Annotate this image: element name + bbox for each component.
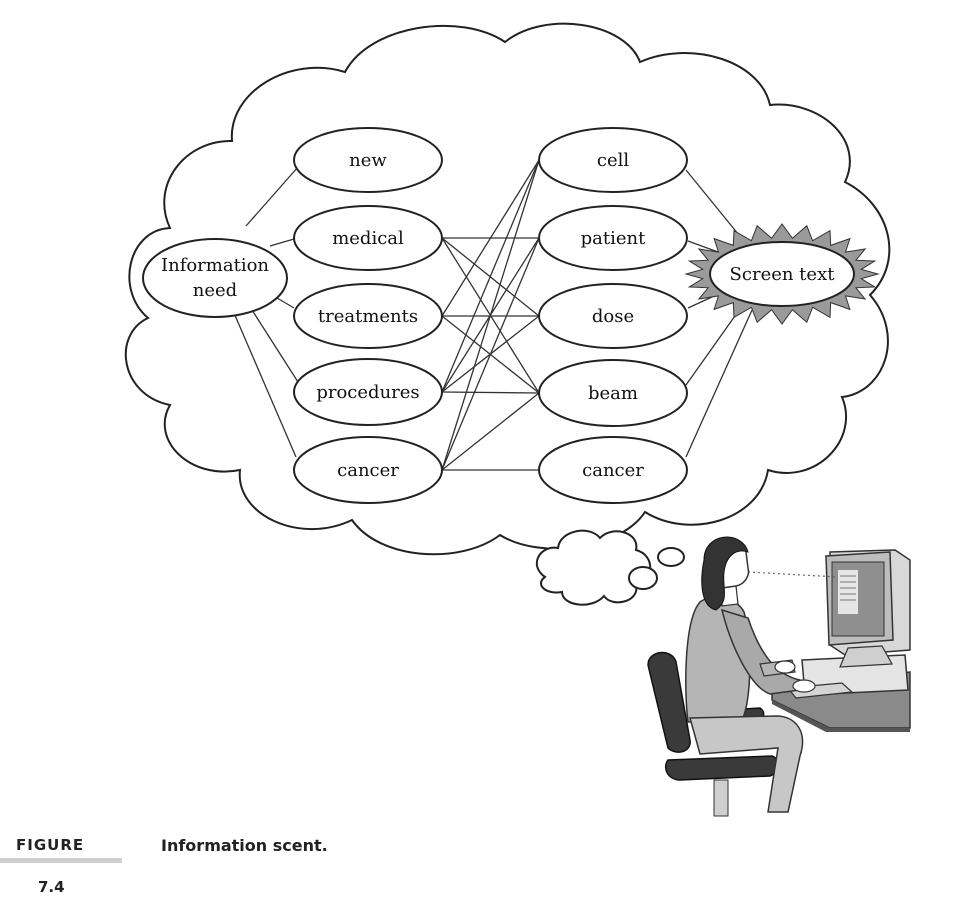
edge-right-1-screen (687, 240, 719, 253)
right-node-dose: dose (538, 283, 688, 349)
thought-bubbles (535, 529, 685, 606)
edge-right-4-screen (685, 309, 753, 458)
right-node-label: cell (597, 150, 629, 171)
left-node-label: new (349, 150, 387, 171)
edge-right-0-screen (685, 169, 744, 241)
edge-left-4-to-right-0 (441, 159, 540, 471)
right-node-label: cancer (582, 460, 644, 481)
edge-layer (233, 159, 753, 471)
line-of-sight (747, 571, 839, 578)
information-need-label-line1: Information (161, 255, 269, 276)
right-node-label: dose (592, 306, 634, 327)
edge-left-2-to-right-0 (441, 159, 540, 317)
edge-need-left-3 (251, 309, 299, 383)
edge-need-left-1 (269, 238, 295, 247)
right-node-cell: cell (538, 127, 688, 193)
left-node-medical: medical (293, 205, 443, 271)
figure-label: FIGURE (16, 836, 85, 854)
information-need-node: Information need (142, 238, 288, 318)
edge-need-left-4 (233, 312, 297, 458)
left-node-procedures: procedures (293, 358, 443, 426)
monitor (825, 549, 911, 668)
right-node-label: beam (588, 383, 638, 404)
right-node-patient: patient (538, 205, 688, 271)
right-node-label: patient (581, 228, 646, 249)
edge-left-3-to-right-0 (441, 159, 540, 393)
figure-number: 7.4 (38, 878, 65, 896)
edge-left-3-to-right-3 (441, 391, 540, 394)
left-node-label: treatments (318, 306, 418, 327)
left-node-label: procedures (316, 382, 419, 403)
left-node-new: new (293, 127, 443, 193)
thought-bubble-tiny (657, 547, 685, 567)
left-node-treatments: treatments (293, 283, 443, 349)
hair (701, 536, 749, 611)
edge-left-4-to-right-3 (441, 392, 540, 471)
edge-left-4-to-right-1 (441, 237, 540, 471)
information-need-label-line2: need (193, 280, 237, 301)
thought-bubble-medium (535, 529, 652, 606)
edge-need-left-0 (245, 166, 299, 227)
screen-text-label: Screen text (730, 264, 836, 285)
left-node-label: medical (332, 228, 404, 249)
figure-label-rule (0, 858, 122, 863)
figure-caption: Information scent. (161, 836, 328, 855)
right-node-beam: beam (538, 359, 688, 427)
left-node-label: cancer (337, 460, 399, 481)
edge-right-3-screen (685, 305, 743, 386)
person-at-computer-illustration (647, 536, 911, 817)
thought-bubble-small (628, 566, 658, 590)
legs (689, 715, 804, 813)
screen-text-node: Screen text (684, 223, 880, 325)
right-node-cancer: cancer (538, 436, 688, 504)
left-node-cancer: cancer (293, 436, 443, 504)
